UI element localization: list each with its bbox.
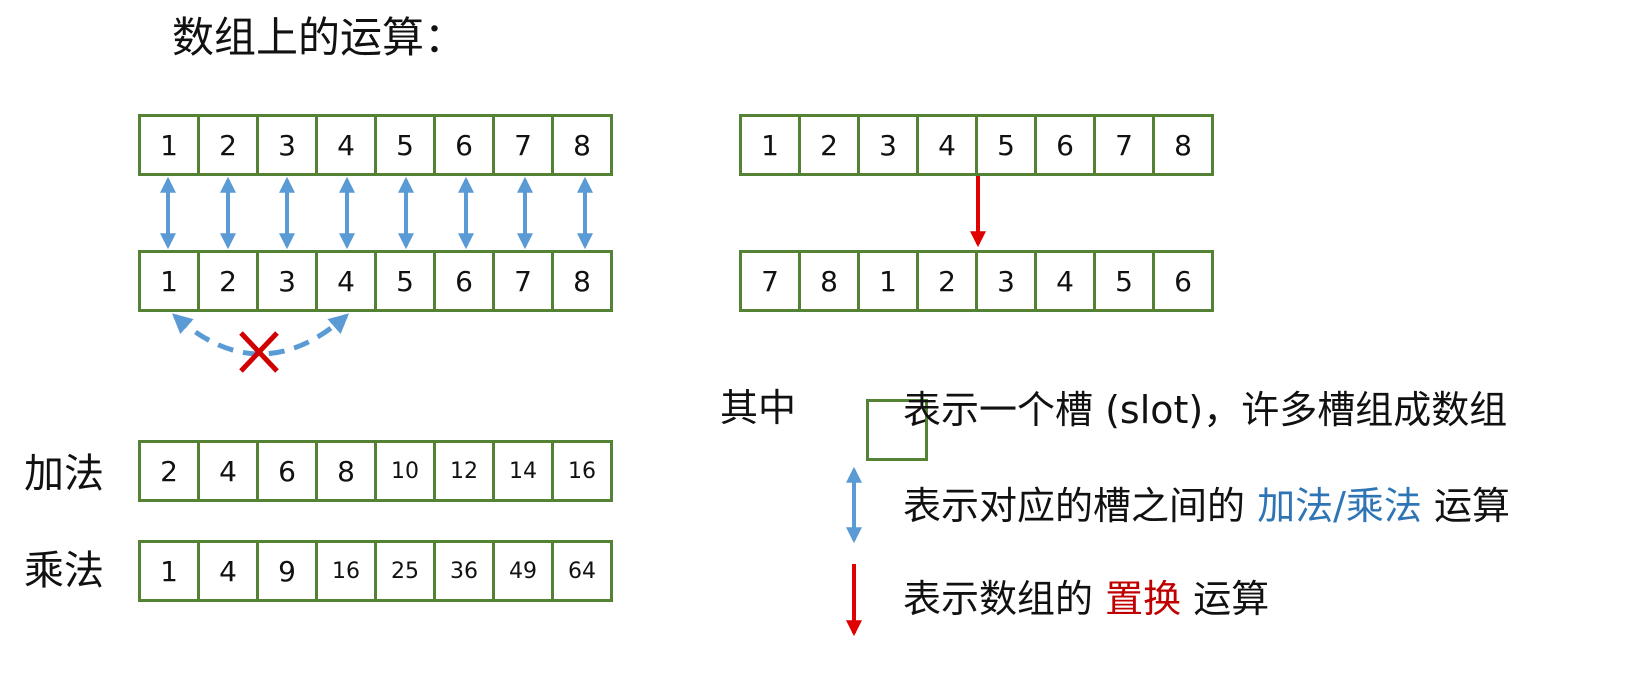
slot: 36 (436, 543, 495, 599)
legend-perm-text: 表示数组的 置换 运算 (903, 571, 1269, 627)
slot: 8 (318, 443, 377, 499)
slot: 5 (377, 253, 436, 309)
slot: 12 (436, 443, 495, 499)
slot: 49 (495, 543, 554, 599)
legend-arrow-text-b: 运算 (1421, 484, 1510, 528)
slot: 2 (200, 117, 259, 173)
addition-label: 加法 (24, 451, 104, 497)
multiplication-label: 乘法 (24, 548, 104, 594)
legend-perm-text-b: 运算 (1181, 577, 1270, 621)
legend-arrow-text-a: 表示对应的槽之间的 (903, 484, 1258, 528)
slot: 4 (200, 443, 259, 499)
slot: 7 (1096, 117, 1155, 173)
slot: 1 (860, 253, 919, 309)
slot: 6 (436, 117, 495, 173)
slot: 4 (318, 117, 377, 173)
slot: 9 (259, 543, 318, 599)
legend-perm-text-a: 表示数组的 (903, 577, 1106, 621)
slot: 6 (259, 443, 318, 499)
legend-slot-sample (866, 399, 928, 461)
diagram-title: 数组上的运算： (172, 13, 467, 62)
array-row-left-bottom: 1 2 3 4 5 6 7 8 (138, 250, 613, 312)
slot: 1 (141, 543, 200, 599)
slot: 5 (1096, 253, 1155, 309)
legend-perm-highlight: 置换 (1105, 577, 1182, 621)
slot: 8 (573, 128, 591, 162)
slot: 5 (978, 117, 1037, 173)
slot: 25 (377, 543, 436, 599)
slot: 2 (200, 253, 259, 309)
legend-slot-text: 表示一个槽 (slot)，许多槽组成数组 (903, 388, 1508, 432)
slot: 2 (919, 253, 978, 309)
legend-arrow-highlight: 加法/乘法 (1257, 484, 1422, 528)
slot: 3 (259, 253, 318, 309)
array-row-addition: 2 4 6 8 10 12 14 16 (138, 440, 613, 502)
slot: 1 (141, 253, 200, 309)
slot: 6 (1174, 264, 1192, 298)
array-row-right-bottom: 7 8 1 2 3 4 5 6 (739, 250, 1214, 312)
slot: 3 (978, 253, 1037, 309)
slot: 6 (436, 253, 495, 309)
slot: 1 (141, 117, 200, 173)
legend-arrow-text: 表示对应的槽之间的 加法/乘法 运算 (903, 478, 1510, 534)
slot: 5 (377, 117, 436, 173)
x-mark-icon (239, 331, 279, 373)
slot: 3 (259, 117, 318, 173)
slot: 4 (200, 543, 259, 599)
slot: 16 (568, 458, 596, 484)
slot: 2 (801, 117, 860, 173)
array-row-left-top: 1 2 3 4 5 6 7 8 (138, 114, 613, 176)
slot: 7 (495, 117, 554, 173)
slot: 64 (568, 558, 596, 584)
dashed-arc-arrow (172, 313, 349, 357)
slot: 7 (495, 253, 554, 309)
slot: 6 (1037, 117, 1096, 173)
slot: 8 (573, 264, 591, 298)
array-row-multiplication: 1 4 9 16 25 36 49 64 (138, 540, 613, 602)
slot: 10 (377, 443, 436, 499)
slot: 1 (742, 117, 801, 173)
slot: 7 (742, 253, 801, 309)
slot: 4 (318, 253, 377, 309)
slot: 8 (1174, 128, 1192, 162)
slot: 8 (801, 253, 860, 309)
slot: 14 (495, 443, 554, 499)
slot: 3 (860, 117, 919, 173)
slot: 2 (141, 443, 200, 499)
legend-prefix: 其中 (720, 386, 797, 430)
slot: 4 (1037, 253, 1096, 309)
array-row-right-top: 1 2 3 4 5 6 7 8 (739, 114, 1214, 176)
slot: 4 (919, 117, 978, 173)
slot: 16 (318, 543, 377, 599)
